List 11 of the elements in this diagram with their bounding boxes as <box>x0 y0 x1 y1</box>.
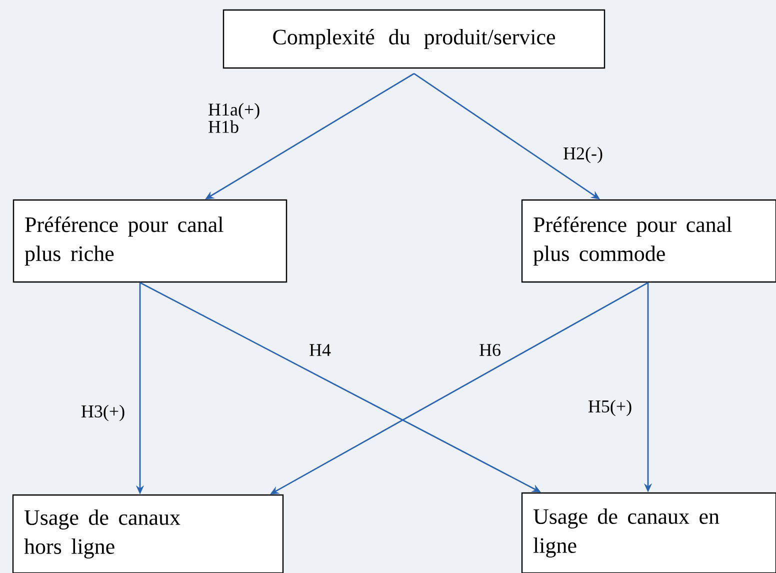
edge-label: H1a(+) H1b <box>207 102 269 134</box>
edge-label: H2(-) <box>562 146 604 164</box>
concept-box: Complexité du produit/service <box>222 9 606 69</box>
edge-label: H3(+) <box>80 404 126 422</box>
edge-label: H6 <box>478 342 502 358</box>
concept-box: Préférence pour canal plus riche <box>12 199 288 283</box>
concept-box: Usage de canaux hors ligne <box>12 494 284 573</box>
edge-label: H5(+) <box>586 398 634 418</box>
concept-box: Préférence pour canal plus commode <box>521 199 776 283</box>
concept-box: Usage de canaux en ligne <box>521 492 776 573</box>
edge-label: H4 <box>308 343 332 357</box>
